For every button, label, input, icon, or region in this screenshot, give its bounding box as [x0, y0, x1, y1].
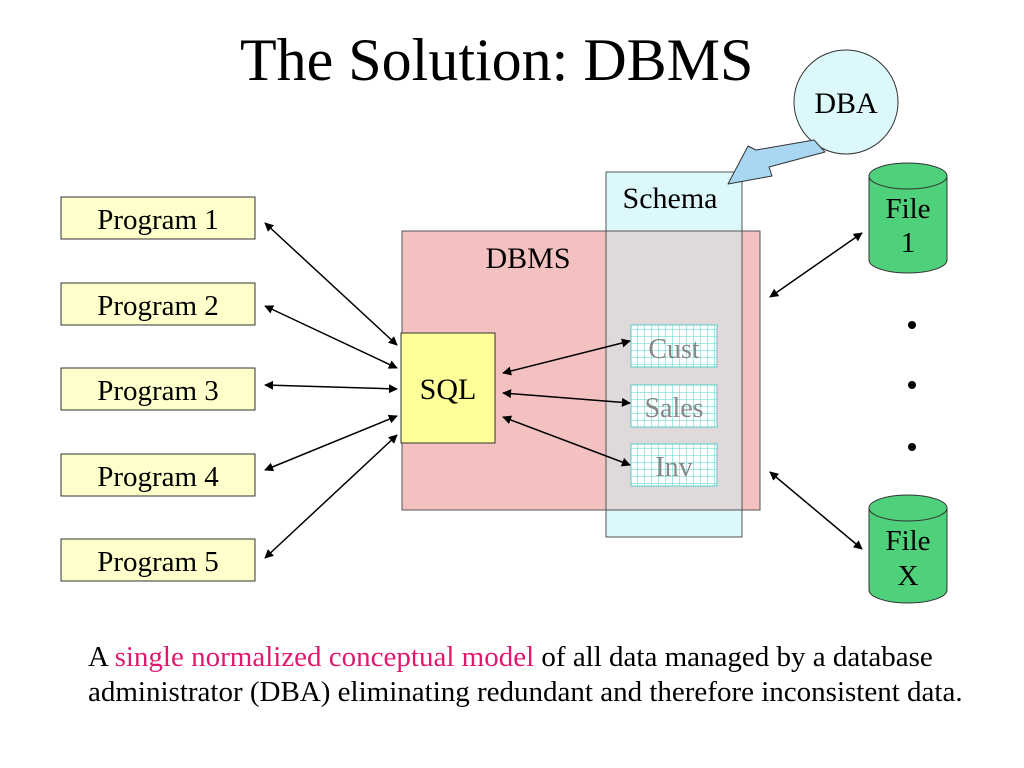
sql-label: SQL — [420, 373, 477, 406]
ellipsis-dot — [908, 381, 916, 389]
program-3-label: Program 3 — [97, 375, 219, 407]
program-1-sql-arrow — [264, 222, 398, 346]
sql-box: SQL — [400, 332, 496, 444]
sql-sales-arrow — [502, 389, 631, 407]
dba-to-schema-arrow — [727, 139, 826, 185]
program-2-label: Program 2 — [97, 290, 219, 322]
slide-title: The Solution: DBMS — [240, 27, 754, 93]
table-cust-label: Cust — [648, 334, 700, 365]
program-2-sql-arrow — [264, 305, 398, 369]
table-inv-label: Inv — [655, 452, 692, 483]
program-4-label: Program 4 — [97, 461, 219, 493]
file-1-label-line2: 1 — [901, 227, 916, 259]
table-cust: Cust — [630, 324, 718, 368]
program-5-sql-arrow — [264, 434, 398, 559]
program-1-box: Program 1 — [60, 196, 256, 240]
file-x-label-line1: File — [885, 525, 930, 557]
sql-cust-arrow — [502, 338, 631, 376]
program-1-label: Program 1 — [97, 204, 219, 236]
file-x-label-line2: X — [898, 560, 919, 592]
caption-highlight: single normalized conceptual model — [114, 641, 535, 673]
file-1-label-line1: File — [885, 193, 930, 225]
program-2-box: Program 2 — [60, 282, 256, 326]
dba-label: DBA — [814, 87, 878, 120]
caption-rest: of all data managed by a database admini… — [88, 641, 963, 708]
caption: A single normalized conceptual model of … — [88, 640, 978, 710]
dbms-label: DBMS — [485, 242, 570, 275]
program-4-box: Program 4 — [60, 453, 256, 497]
dbms-file-x-arrow — [769, 471, 863, 550]
dba-circle: DBA — [793, 49, 899, 155]
file-x-cylinder: File X — [868, 494, 948, 604]
ellipsis-dot — [908, 443, 916, 451]
ellipsis-dot — [908, 321, 916, 329]
program-4-sql-arrow — [264, 414, 398, 472]
table-inv: Inv — [630, 443, 718, 487]
program-5-box: Program 5 — [60, 538, 256, 582]
program-3-box: Program 3 — [60, 367, 256, 411]
table-sales-label: Sales — [644, 393, 703, 424]
program-5-label: Program 5 — [97, 546, 219, 578]
sql-inv-arrow — [502, 415, 631, 467]
file-1-cylinder: File 1 — [868, 162, 948, 274]
dbms-file-1-arrow — [769, 232, 863, 298]
table-sales: Sales — [630, 384, 718, 428]
program-3-sql-arrow — [264, 380, 398, 394]
caption-lead: A — [88, 641, 115, 673]
schema-label: Schema — [623, 182, 718, 215]
